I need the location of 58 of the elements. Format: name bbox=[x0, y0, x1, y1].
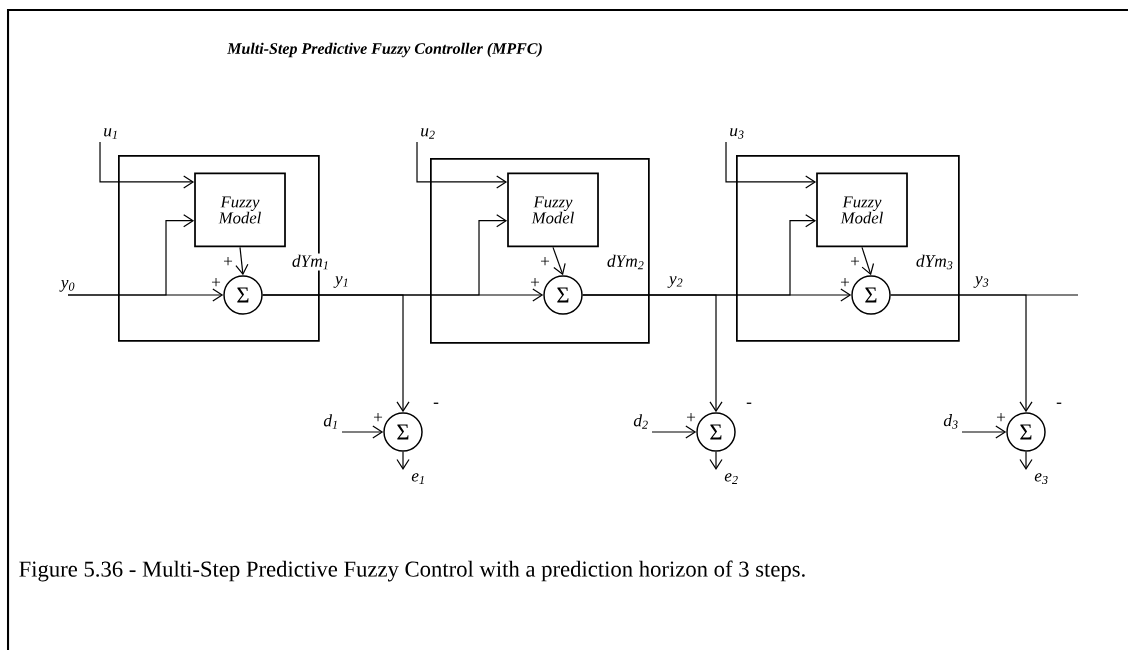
sign-label: + bbox=[850, 257, 860, 266]
arrow bbox=[651, 425, 697, 439]
caption: Figure 5.36 - Multi-Step Predictive Fuzzy Control with a prediction horizon of 3 steps. bbox=[19, 560, 805, 582]
sign-label: + bbox=[687, 413, 696, 422]
sign-label: + bbox=[212, 278, 221, 287]
arrow bbox=[396, 451, 410, 470]
sign-label: + bbox=[996, 413, 1006, 422]
signal-label: u$_{1}$ bbox=[104, 128, 117, 139]
sign-label: - bbox=[1056, 402, 1062, 404]
summing-junction: Σ bbox=[543, 275, 583, 315]
edge-label: y$_{3}$ bbox=[973, 274, 991, 290]
arrow bbox=[961, 425, 1007, 439]
sign-label: + bbox=[224, 257, 233, 266]
arrow bbox=[725, 141, 817, 189]
signal-label: e$_{1}$ bbox=[411, 473, 424, 484]
edge-label: y$_{1}$ bbox=[333, 274, 351, 290]
block-box bbox=[118, 155, 320, 342]
summing-junction: Σ bbox=[383, 412, 423, 452]
arrow bbox=[341, 425, 384, 439]
arrow bbox=[262, 294, 410, 413]
signal-label: u$_{3}$ bbox=[730, 128, 744, 139]
process-box: Fuzzy Model bbox=[816, 172, 908, 248]
sign-label: + bbox=[531, 278, 540, 287]
signal-label: u$_{2}$ bbox=[421, 128, 435, 139]
title: Multi-Step Predictive Fuzzy Controller (MPFC) bbox=[227, 42, 542, 58]
arrow bbox=[1019, 451, 1033, 470]
sign-label: + bbox=[374, 413, 383, 422]
arrow bbox=[99, 141, 195, 189]
summing-junction: Σ bbox=[696, 412, 736, 452]
edge-label: dYm$_{1}$ bbox=[290, 253, 331, 271]
signal-label: d$_{3}$ bbox=[943, 414, 958, 429]
edge-label: dYm$_{3}$ bbox=[914, 253, 955, 271]
sign-label: - bbox=[746, 402, 752, 404]
signal-label: d$_{2}$ bbox=[633, 414, 648, 429]
sign-label: + bbox=[541, 257, 550, 266]
arrow bbox=[890, 294, 1033, 413]
sign-label: + bbox=[840, 278, 850, 287]
arrow bbox=[235, 246, 249, 276]
signal-label: d$_{1}$ bbox=[323, 414, 337, 429]
summing-junction: Σ bbox=[851, 275, 891, 315]
signal-label: e$_{2}$ bbox=[724, 473, 738, 484]
block-box bbox=[430, 158, 650, 344]
sign-label: - bbox=[433, 402, 439, 404]
arrow bbox=[67, 214, 195, 296]
arrow bbox=[861, 246, 875, 276]
edge-label: dYm$_{2}$ bbox=[605, 253, 646, 271]
arrow bbox=[582, 294, 723, 413]
process-box: Fuzzy Model bbox=[507, 172, 599, 248]
signal-label: y$_{0}$ bbox=[59, 280, 75, 292]
arrow bbox=[416, 141, 508, 189]
summing-junction: Σ bbox=[1006, 412, 1046, 452]
process-box: Fuzzy Model bbox=[194, 172, 286, 248]
summing-junction: Σ bbox=[223, 275, 263, 315]
signal-label: e$_{3}$ bbox=[1034, 473, 1048, 485]
edge-label: y$_{2}$ bbox=[667, 274, 685, 290]
block-box bbox=[736, 155, 960, 342]
arrow bbox=[709, 451, 723, 470]
arrow bbox=[552, 246, 566, 276]
